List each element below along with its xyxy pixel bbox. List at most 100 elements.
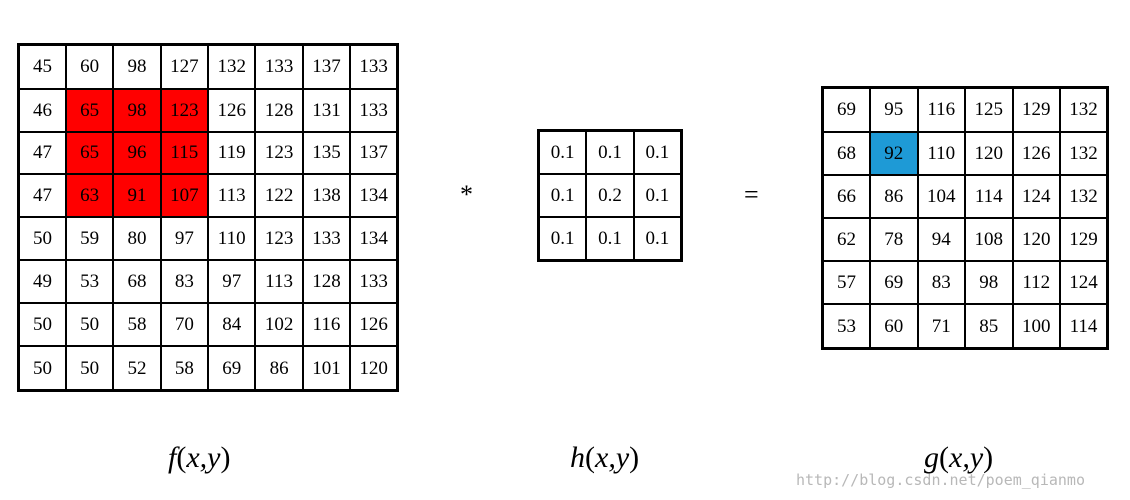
- matrix-cell: 122: [254, 173, 304, 219]
- matrix-cell: 98: [964, 260, 1014, 306]
- matrix-cell: 94: [916, 216, 966, 263]
- matrix-cell: 112: [1011, 260, 1061, 306]
- caption-h-args: x,y: [595, 441, 630, 474]
- matrix-cell: 71: [916, 303, 966, 350]
- matrix-cell: 0.1: [632, 215, 683, 262]
- matrix-cell: 126: [349, 302, 399, 348]
- highlighted-cell: 115: [159, 130, 210, 176]
- matrix-cell: 83: [159, 259, 210, 305]
- matrix-cell: 110: [916, 130, 966, 176]
- matrix-cell: 133: [349, 87, 399, 133]
- matrix-cell: 49: [17, 259, 67, 305]
- matrix-cell: 133: [349, 259, 399, 305]
- matrix-cell: 101: [301, 345, 352, 392]
- matrix-cell: 123: [254, 130, 304, 176]
- matrix-cell: 132: [1059, 173, 1109, 219]
- matrix-cell: 104: [916, 173, 966, 219]
- matrix-cell: 69: [869, 260, 919, 306]
- matrix-cell: 138: [301, 173, 352, 219]
- matrix-cell: 0.1: [585, 129, 635, 176]
- matrix-cell: 86: [869, 173, 919, 219]
- matrix-cell: 120: [349, 345, 399, 392]
- matrix-cell: 69: [206, 345, 257, 392]
- highlighted-cell: 91: [112, 173, 162, 219]
- matrix-cell: 58: [112, 302, 162, 348]
- matrix-cell: 80: [112, 216, 162, 262]
- matrix-cell: 137: [349, 130, 399, 176]
- matrix-cell: 52: [112, 345, 162, 392]
- matrix-cell: 132: [206, 43, 257, 90]
- matrix-cell: 119: [206, 130, 257, 176]
- matrix-cell: 133: [349, 43, 399, 90]
- matrix-cell: 85: [964, 303, 1014, 350]
- matrix-cell: 0.1: [585, 215, 635, 262]
- matrix-cell: 58: [159, 345, 210, 392]
- caption-g-args: x,y: [949, 441, 984, 474]
- matrix-cell: 116: [916, 86, 966, 133]
- matrix-cell: 50: [17, 345, 67, 392]
- matrix-cell: 98: [112, 43, 162, 90]
- matrix-cell: 134: [349, 216, 399, 262]
- matrix-cell: 133: [254, 43, 304, 90]
- matrix-cell: 83: [916, 260, 966, 306]
- matrix-cell: 68: [112, 259, 162, 305]
- matrix-cell: 137: [301, 43, 352, 90]
- matrix-cell: 128: [254, 87, 304, 133]
- matrix-cell: 110: [206, 216, 257, 262]
- matrix-cell: 50: [64, 302, 115, 348]
- watermark-url: http://blog.csdn.net/poem_qianmo: [796, 471, 1085, 489]
- caption-f: f(x,y): [168, 441, 231, 474]
- matrix-cell: 102: [254, 302, 304, 348]
- convolution-operator: *: [460, 180, 473, 209]
- matrix-cell: 86: [254, 345, 304, 392]
- matrix-cell: 116: [301, 302, 352, 348]
- matrix-cell: 0.1: [632, 129, 683, 176]
- highlighted-cell: 107: [159, 173, 210, 219]
- matrix-cell: 133: [301, 216, 352, 262]
- matrix-cell: 69: [821, 86, 871, 133]
- matrix-cell: 47: [17, 130, 67, 176]
- caption-g: g(x,y): [924, 441, 994, 474]
- matrix-cell: 0.1: [537, 215, 588, 262]
- matrix-cell: 84: [206, 302, 257, 348]
- matrix-cell: 131: [301, 87, 352, 133]
- highlighted-cell: 92: [869, 130, 919, 176]
- matrix-cell: 60: [869, 303, 919, 350]
- matrix-cell: 120: [1011, 216, 1061, 263]
- matrix-cell: 62: [821, 216, 871, 263]
- matrix-cell: 123: [254, 216, 304, 262]
- equals-sign: =: [744, 180, 759, 209]
- matrix-cell: 129: [1011, 86, 1061, 133]
- matrix-cell: 0.1: [632, 173, 683, 218]
- matrix-cell: 132: [1059, 130, 1109, 176]
- matrix-cell: 97: [159, 216, 210, 262]
- matrix-cell: 53: [821, 303, 871, 350]
- matrix-cell: 95: [869, 86, 919, 133]
- matrix-cell: 126: [206, 87, 257, 133]
- matrix-cell: 127: [159, 43, 210, 90]
- highlighted-cell: 98: [112, 87, 162, 133]
- matrix-cell: 53: [64, 259, 115, 305]
- matrix-cell: 124: [1059, 260, 1109, 306]
- caption-g-name: g: [924, 441, 939, 474]
- matrix-cell: 114: [964, 173, 1014, 219]
- matrix-cell: 57: [821, 260, 871, 306]
- matrix-cell: 66: [821, 173, 871, 219]
- matrix-cell: 129: [1059, 216, 1109, 263]
- matrix-cell: 124: [1011, 173, 1061, 219]
- caption-f-name: f: [168, 441, 177, 474]
- matrix-cell: 114: [1059, 303, 1109, 350]
